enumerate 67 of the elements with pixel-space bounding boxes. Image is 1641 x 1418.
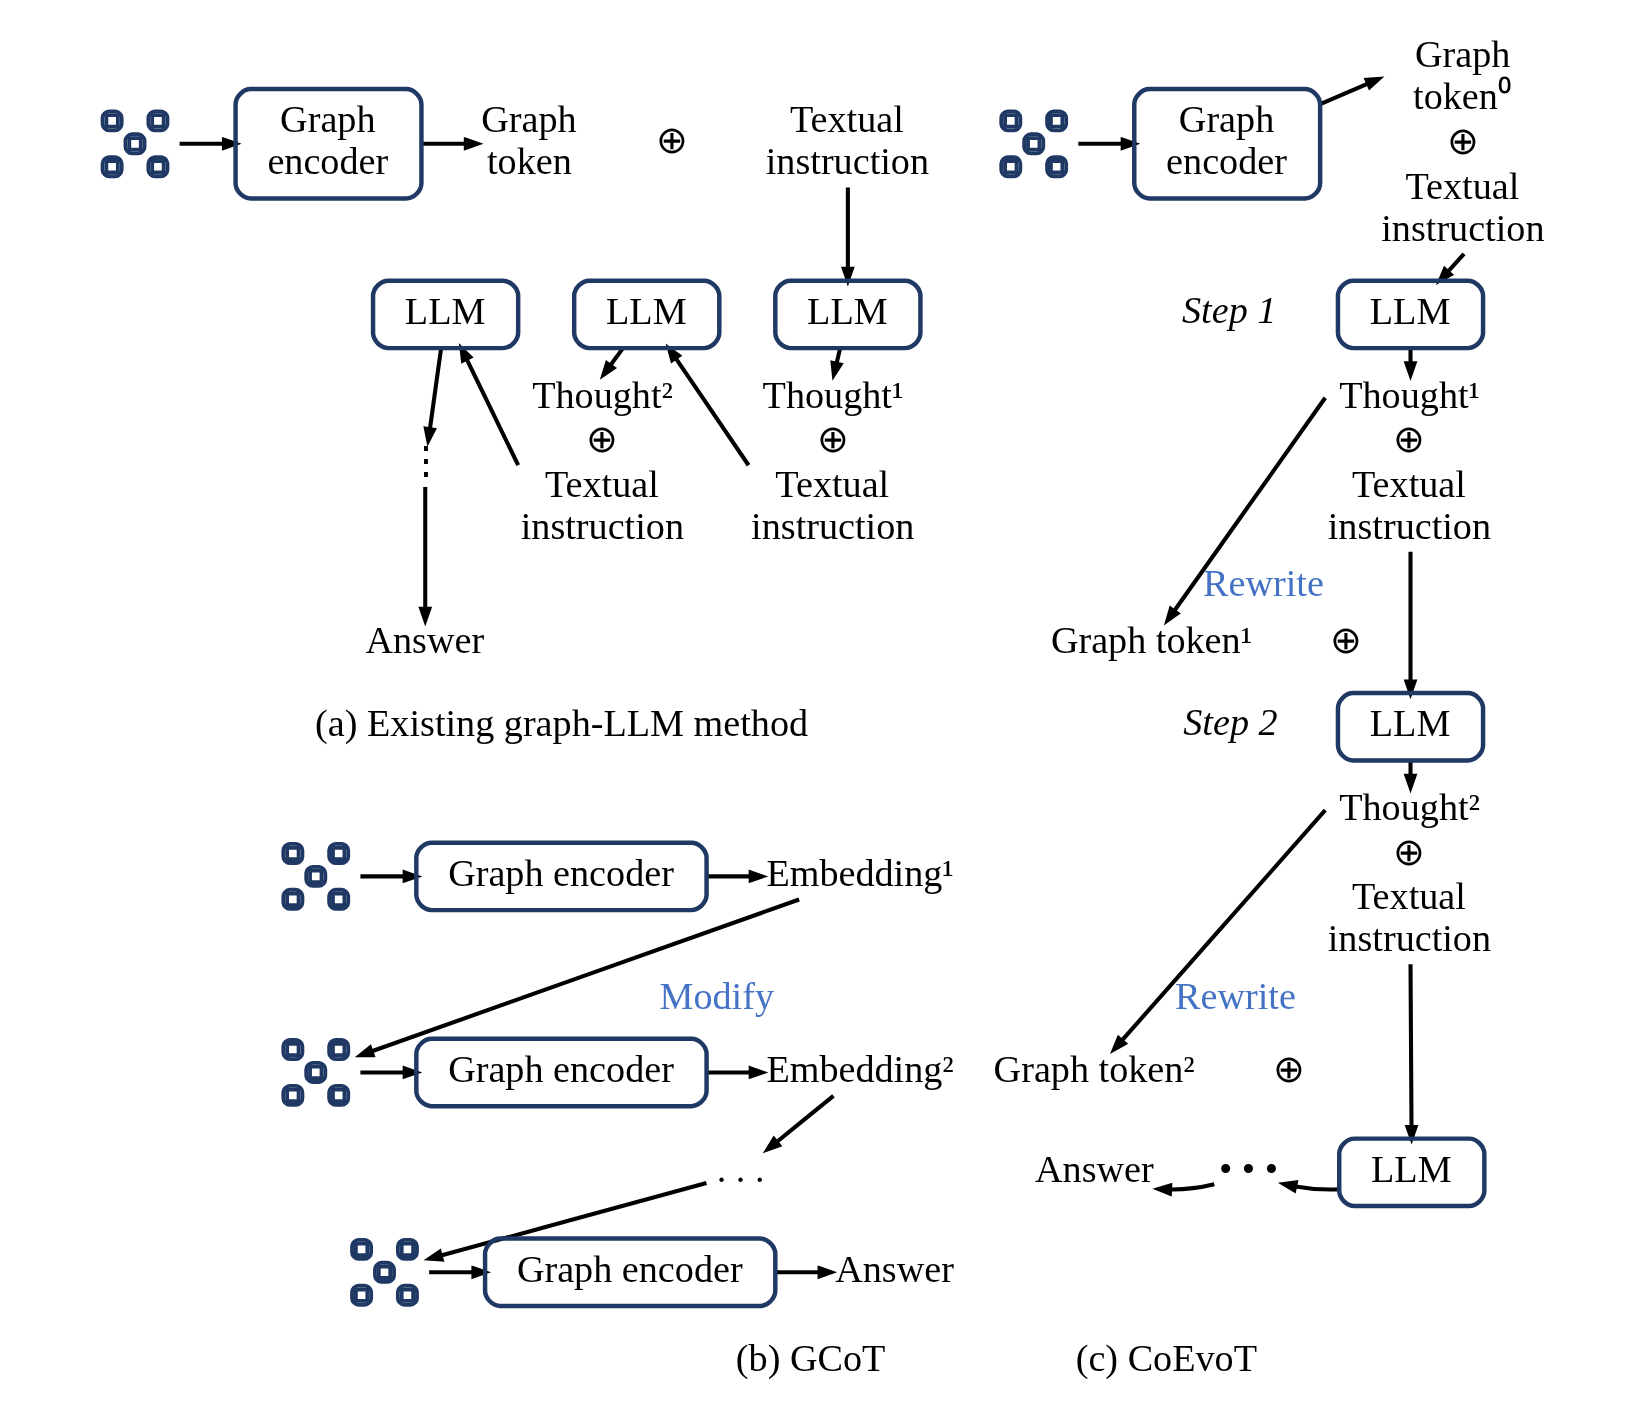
arrow bbox=[706, 1065, 769, 1080]
node-box: LLM bbox=[1335, 690, 1486, 763]
node-text: Graph token bbox=[481, 98, 577, 183]
arrow bbox=[841, 187, 855, 287]
node-text: • • • bbox=[1218, 1147, 1279, 1190]
label: ⊕ bbox=[1330, 618, 1363, 661]
node-box: LLM bbox=[1335, 278, 1486, 351]
node-box: Graph encoder bbox=[1132, 86, 1323, 201]
node-text: Textual instruction bbox=[765, 98, 930, 183]
arrow bbox=[1435, 252, 1466, 285]
arrow bbox=[1110, 808, 1327, 1054]
node-text: ⋮ bbox=[406, 439, 445, 482]
arrow bbox=[1277, 1180, 1339, 1194]
node-box: LLM bbox=[370, 278, 521, 351]
arrow bbox=[1163, 396, 1327, 626]
arrow bbox=[429, 1265, 492, 1280]
label: (c) CoEvoT bbox=[1075, 1336, 1257, 1379]
node-box: Graph encoder bbox=[414, 1036, 709, 1109]
node-text: Embedding¹ bbox=[766, 851, 954, 894]
node-text: Answer bbox=[365, 618, 485, 661]
arrow bbox=[179, 136, 242, 151]
node-text: Thought¹ ⊕ Textual instruction bbox=[1327, 373, 1492, 548]
node-text: Answer bbox=[1034, 1147, 1154, 1190]
label: (b) GCoT bbox=[735, 1336, 886, 1379]
node-box: LLM bbox=[571, 278, 722, 351]
arrow bbox=[360, 1065, 423, 1080]
arrow bbox=[423, 1181, 707, 1262]
edge-label: Rewrite bbox=[1203, 562, 1324, 605]
arrow bbox=[423, 348, 444, 447]
label: (a) Existing graph-LLM method bbox=[315, 702, 809, 745]
arrow bbox=[1403, 760, 1418, 794]
arrow bbox=[421, 136, 484, 151]
arrow bbox=[418, 486, 433, 627]
arrow bbox=[458, 342, 520, 467]
node-text: Thought² ⊕ Textual instruction bbox=[1327, 786, 1492, 960]
arrow bbox=[1152, 1182, 1215, 1197]
label: Step 1 bbox=[1182, 288, 1277, 331]
arrow bbox=[1403, 551, 1418, 700]
node-box: Graph encoder bbox=[233, 86, 424, 201]
arrow bbox=[1403, 348, 1418, 381]
edge-label: Modify bbox=[659, 974, 774, 1017]
label: ⊕ bbox=[1273, 1047, 1306, 1090]
arrow bbox=[599, 347, 625, 380]
arrow bbox=[1078, 136, 1141, 151]
node-text: . . . bbox=[716, 1147, 765, 1190]
node-text: Graph token¹ bbox=[1050, 618, 1253, 661]
node-box: LLM bbox=[1337, 1136, 1487, 1209]
label: Step 2 bbox=[1183, 701, 1278, 744]
arrow bbox=[775, 1265, 838, 1280]
node-text: Answer bbox=[835, 1247, 954, 1290]
node-box: Graph encoder bbox=[482, 1236, 778, 1309]
arrow bbox=[360, 869, 423, 884]
node-text: Embedding² bbox=[766, 1047, 954, 1090]
node-box: Graph encoder bbox=[414, 840, 709, 913]
arrow bbox=[762, 1094, 835, 1154]
node-text: Thought¹ ⊕ Textual instruction bbox=[751, 373, 915, 548]
node-text: Graph token⁰ ⊕ Textual instruction bbox=[1381, 33, 1545, 249]
edge-label: Rewrite bbox=[1175, 974, 1296, 1017]
arrow bbox=[354, 897, 800, 1058]
node-text: Graph token² bbox=[993, 1047, 1195, 1090]
node-box: LLM bbox=[773, 278, 923, 351]
arrow bbox=[706, 869, 769, 884]
arrow bbox=[665, 343, 751, 467]
label: ⊕ bbox=[655, 119, 688, 162]
arrow bbox=[1404, 964, 1419, 1145]
node-text: Thought² ⊕ Textual instruction bbox=[520, 373, 684, 548]
arrow bbox=[1319, 76, 1385, 107]
